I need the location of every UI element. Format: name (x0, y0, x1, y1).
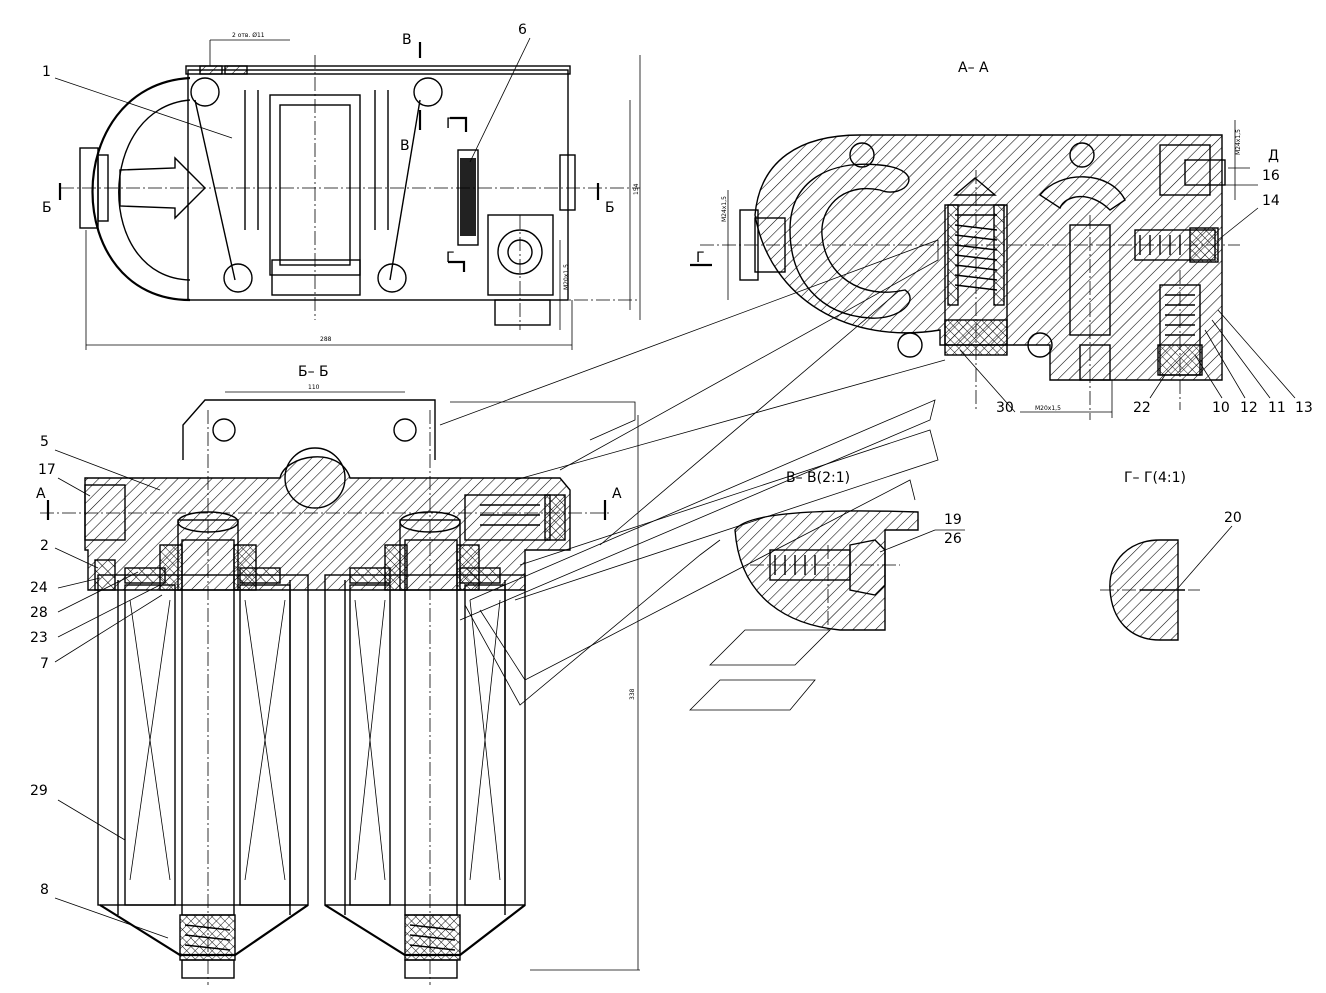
callout-30: 30 (996, 400, 1014, 416)
cut-g-bottom: Г (446, 250, 455, 266)
section-bb: Б– Б 110 (36, 364, 640, 985)
callouts-aa: 16 14 30 22 10 12 11 13 (959, 168, 1313, 416)
bb-dim-338: 338 (629, 688, 636, 700)
aa-cut-d: Д (1268, 148, 1279, 164)
callout-16: 16 (1262, 168, 1280, 184)
callouts-vv: 19 26 (879, 512, 965, 553)
section-gg: Г– Г(4:1) (1100, 470, 1200, 641)
callout-22: 22 (1133, 400, 1151, 416)
section-gg-title: Г– Г(4:1) (1124, 470, 1186, 486)
callout-5: 5 (40, 434, 49, 450)
section-vv-title: В– В(2:1) (786, 470, 850, 486)
callout-26: 26 (944, 531, 962, 547)
dim-note: 2 отв. Ø11 (232, 32, 265, 39)
callout-14: 14 (1262, 193, 1280, 209)
callouts-top: 1 6 (42, 22, 531, 163)
callout-19: 19 (944, 512, 962, 528)
top-view: 288 154 M20x1,5 2 отв. Ø11 В В Б Б Г Г (42, 32, 641, 350)
bb-dim-110: 110 (308, 384, 320, 391)
cut-b-right: Б (605, 200, 615, 216)
aa-cut-g: Г (696, 250, 705, 266)
projection-lines (439, 239, 946, 711)
callout-29: 29 (30, 783, 48, 799)
section-bb-title: Б– Б (298, 364, 329, 380)
callout-1: 1 (42, 64, 51, 80)
callouts-bb: 5 17 2 24 28 23 7 29 8 (30, 434, 169, 939)
callout-23: 23 (30, 630, 48, 646)
callout-12: 12 (1240, 400, 1258, 416)
aa-dim-thread1: M20x1,5 (1035, 405, 1061, 412)
section-vv: В– В(2:1) (734, 470, 919, 631)
callouts-gg: 20 (1177, 510, 1242, 589)
callout-13: 13 (1295, 400, 1313, 416)
callout-20: 20 (1224, 510, 1242, 526)
callout-7: 7 (40, 656, 49, 672)
callout-11: 11 (1268, 400, 1286, 416)
dim-thread: M20x1,5 (563, 264, 570, 290)
callout-17: 17 (38, 462, 56, 478)
aa-dim-thread2: M24x1,5 (1235, 129, 1242, 155)
bb-cut-a-left: А (36, 486, 46, 502)
dim-height: 154 (633, 183, 640, 195)
callout-24: 24 (30, 580, 48, 596)
dim-width: 288 (320, 336, 332, 343)
bb-cut-a-right: А (612, 486, 622, 502)
callout-8: 8 (40, 882, 49, 898)
section-aa: А– А (690, 60, 1279, 420)
callout-6: 6 (518, 22, 527, 38)
cut-b-left: Б (42, 200, 52, 216)
callout-28: 28 (30, 605, 48, 621)
callout-2: 2 (40, 538, 49, 554)
cut-v-bottom: В (400, 138, 410, 154)
callout-10: 10 (1212, 400, 1230, 416)
section-aa-title: А– А (958, 60, 989, 76)
aa-dim-thread3: M24x1,5 (721, 196, 728, 222)
cut-v-top: В (402, 32, 412, 48)
cut-g-top: Г (446, 116, 455, 132)
